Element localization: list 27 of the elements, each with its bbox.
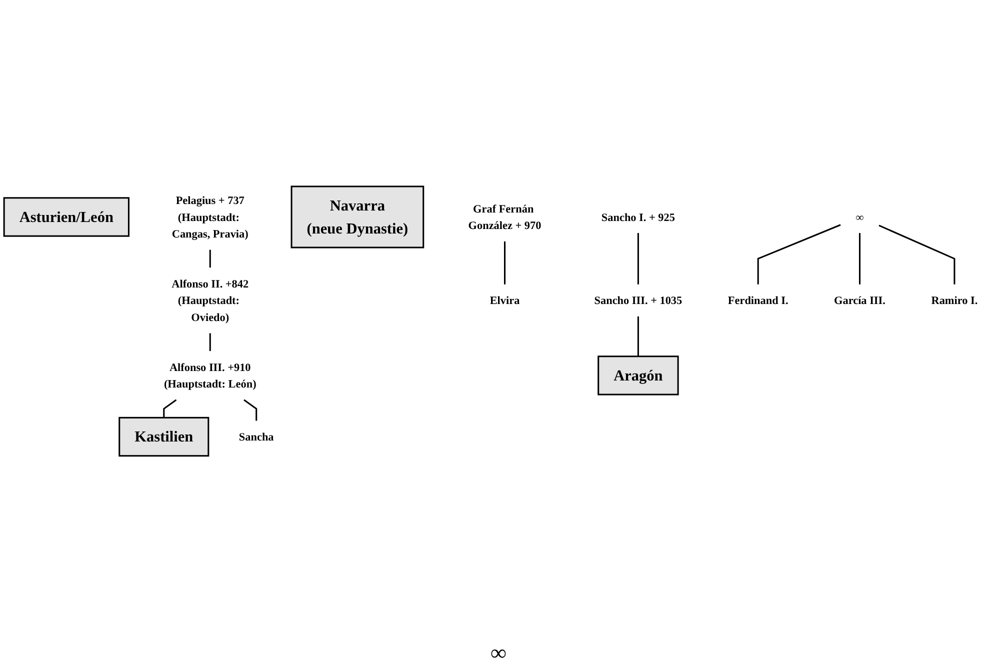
- node-box: Kastilien: [118, 416, 210, 457]
- connector: [858, 233, 860, 284]
- connector: [637, 233, 639, 284]
- connector: [163, 399, 177, 418]
- node-text: Alfonso II. +842 (Hauptstadt: Oviedo): [172, 277, 249, 324]
- node-box: Navarra (neue Dynastie): [290, 186, 424, 248]
- node-text: García III.: [834, 294, 886, 307]
- node-text: Pelagius + 737 (Hauptstadt: Cangas, Pravia): [172, 194, 248, 240]
- connector: [504, 241, 506, 284]
- node-text: Elvira: [490, 294, 520, 307]
- node-text: Sancho III. + 1035: [594, 294, 682, 307]
- connector: [209, 250, 211, 268]
- marriage-symbol: ∞: [490, 640, 506, 665]
- connector: [757, 224, 841, 284]
- node-text: Sancha: [238, 430, 274, 444]
- connector: [244, 399, 258, 421]
- node-text: Sancho I. + 925: [601, 210, 675, 224]
- node-text: ∞: [856, 210, 864, 224]
- node-text: Ramiro I.: [931, 294, 978, 307]
- node-box: Aragón: [598, 356, 679, 396]
- connector: [878, 224, 956, 284]
- connector: [637, 316, 639, 356]
- node-text: Ferdinand I.: [728, 294, 788, 307]
- node-box: Asturien/León: [3, 197, 130, 237]
- node-text: Alfonso III. +910 (Hauptstadt: León): [164, 360, 256, 390]
- node-text: Graf Fernán González + 970: [468, 202, 542, 232]
- connector: [209, 333, 211, 352]
